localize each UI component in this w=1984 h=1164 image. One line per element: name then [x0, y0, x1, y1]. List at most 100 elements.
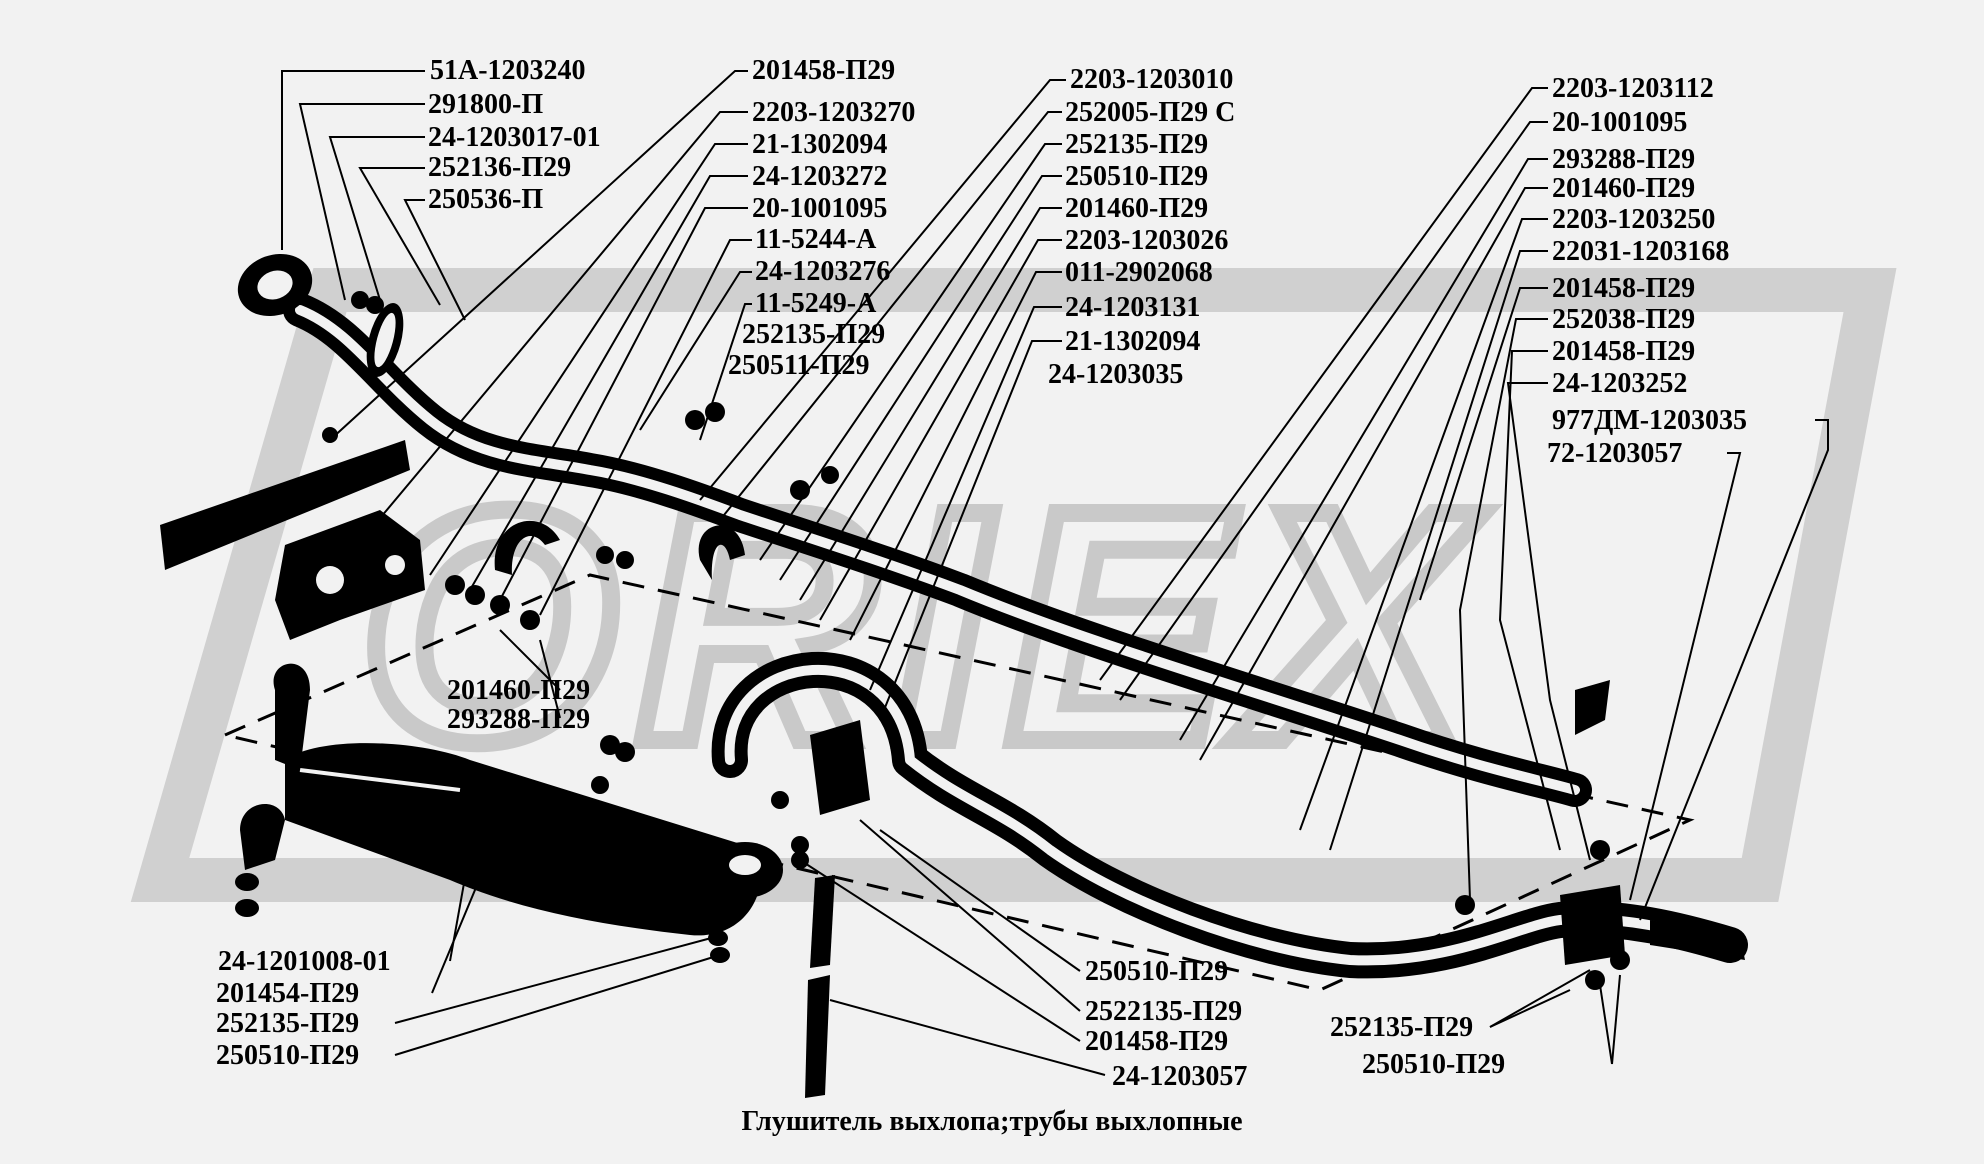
mounting-bracket — [275, 510, 425, 640]
small-nuts — [235, 735, 1630, 990]
rear-rubber-pad — [1575, 680, 1610, 735]
leader-line — [849, 271, 1062, 641]
rear-clamp — [1560, 885, 1625, 965]
leader-line — [1599, 984, 1613, 1065]
leader-line — [799, 207, 1062, 601]
leader-line — [1629, 452, 1742, 901]
label-250511-p29: 250511-П29 — [728, 350, 870, 381]
leader-line — [1639, 419, 1829, 921]
leader-line — [281, 70, 425, 250]
label-250510-p29-c: 250510-П29 — [1085, 956, 1229, 987]
tailpipe-end — [1650, 920, 1745, 960]
leader-line — [879, 829, 1081, 972]
label-21-1302094-b: 21-1302094 — [1065, 326, 1201, 357]
rear-exhaust-pipe — [711, 651, 1748, 979]
leader-lines — [281, 70, 1829, 1076]
label-21-1302094-a: 21-1302094 — [752, 129, 888, 160]
leader-line — [394, 954, 721, 1056]
label-24-1203276: 24-1203276 — [755, 256, 891, 287]
leader-line — [1489, 969, 1591, 1028]
leader-line — [328, 136, 425, 301]
label-22031-1203168: 22031-1203168 — [1552, 236, 1730, 267]
leader-line — [1458, 318, 1548, 901]
leader-line — [1419, 287, 1548, 601]
label-2522135-p29: 2522135-П29 — [1085, 996, 1243, 1027]
dashed-plane — [220, 573, 1695, 992]
leader-line — [329, 70, 748, 441]
leader-line — [358, 167, 441, 306]
label-252038-p29: 252038-П29 — [1552, 304, 1696, 335]
label-11-5244-a: 11-5244-А — [755, 224, 877, 255]
leader-line — [639, 271, 752, 431]
leader-line — [779, 175, 1062, 581]
label-24-1203035: 24-1203035 — [1048, 359, 1184, 390]
label-250510-p29-a: 250510-П29 — [1065, 161, 1209, 192]
label-24-1201008-01: 24-1201008-01 — [218, 946, 391, 977]
label-252135-p29-b: 252135-П29 — [1065, 129, 1209, 160]
label-252135-p29-c: 252135-П29 — [216, 1008, 360, 1039]
leader-line — [431, 829, 501, 994]
label-250536-p: 250536-П — [428, 184, 544, 215]
rear-mount — [810, 720, 870, 815]
label-252135-p29-a: 252135-П29 — [742, 319, 886, 350]
leader-line — [719, 111, 1062, 521]
leader-line — [1498, 350, 1561, 851]
leader-line — [699, 79, 1066, 501]
leader-line — [539, 639, 561, 719]
label-252005-p29-c: 252005-П29 С — [1065, 97, 1236, 128]
label-293288-p29-b: 293288-П29 — [447, 704, 591, 735]
label-2203-1203010: 2203-1203010 — [1070, 64, 1234, 95]
hanger-strip-upper — [810, 875, 835, 968]
frame-rail — [160, 440, 410, 570]
leader-line — [819, 239, 1062, 621]
label-51a-1203240: 51А-1203240 — [430, 55, 586, 86]
label-2203-1203250: 2203-1203250 — [1552, 204, 1716, 235]
leader-line — [403, 199, 466, 321]
label-291800-p: 291800-П — [428, 89, 544, 120]
leader-line — [699, 303, 752, 441]
label-2203-1203270: 2203-1203270 — [752, 97, 916, 128]
leader-line — [1099, 87, 1548, 681]
leader-line — [1489, 989, 1571, 1028]
label-201458-p29-b: 201458-П29 — [1552, 273, 1696, 304]
label-2203-1203112: 2203-1203112 — [1552, 73, 1714, 104]
label-24-1203057: 24-1203057 — [1112, 1061, 1248, 1092]
leader-line — [759, 143, 1062, 561]
leader-line — [394, 936, 716, 1024]
leader-line — [1611, 974, 1621, 1065]
label-24-1203017-01: 24-1203017-01 — [428, 122, 601, 153]
leader-line — [799, 859, 1081, 1042]
label-977dm-1203035: 977ДМ-1203035 — [1552, 405, 1748, 436]
label-72-1203057: 72-1203057 — [1547, 438, 1683, 469]
label-293288-p29-a: 293288-П29 — [1552, 144, 1696, 175]
leader-line — [1119, 121, 1548, 701]
leader-line — [469, 175, 748, 591]
label-201458-p29-d: 201458-П29 — [1085, 1026, 1229, 1057]
label-24-1203131: 24-1203131 — [1065, 292, 1201, 323]
front-exhaust-pipe — [283, 293, 1592, 807]
leader-line — [429, 143, 748, 576]
leader-line — [1199, 187, 1548, 761]
label-201454-p29: 201454-П29 — [216, 978, 360, 1009]
label-201460-p29-b: 201460-П29 — [1552, 173, 1696, 204]
watermark-frame — [130, 268, 1897, 902]
leader-line — [1329, 250, 1548, 851]
label-11-5249-a: 11-5249-А — [755, 288, 877, 319]
label-252136-p29: 252136-П29 — [428, 152, 572, 183]
leader-line — [539, 239, 752, 616]
leader-line — [1179, 158, 1548, 741]
label-250510-p29-d: 250510-П29 — [1362, 1049, 1506, 1080]
leader-line — [1506, 382, 1591, 861]
label-201458-p29-c: 201458-П29 — [1552, 336, 1696, 367]
label-2203-1203026: 2203-1203026 — [1065, 225, 1229, 256]
front-flange — [237, 253, 404, 377]
leader-line — [298, 103, 425, 301]
label-201458-p29-a: 201458-П29 — [752, 55, 896, 86]
label-250510-p29-b: 250510-П29 — [216, 1040, 360, 1071]
diagram-caption: Глушитель выхлопа;трубы выхлопные — [741, 1106, 1243, 1137]
leader-line — [859, 819, 1081, 1012]
label-20-1001095-b: 20-1001095 — [1552, 107, 1688, 138]
label-24-1203252: 24-1203252 — [1552, 368, 1688, 399]
label-24-1203272: 24-1203272 — [752, 161, 888, 192]
